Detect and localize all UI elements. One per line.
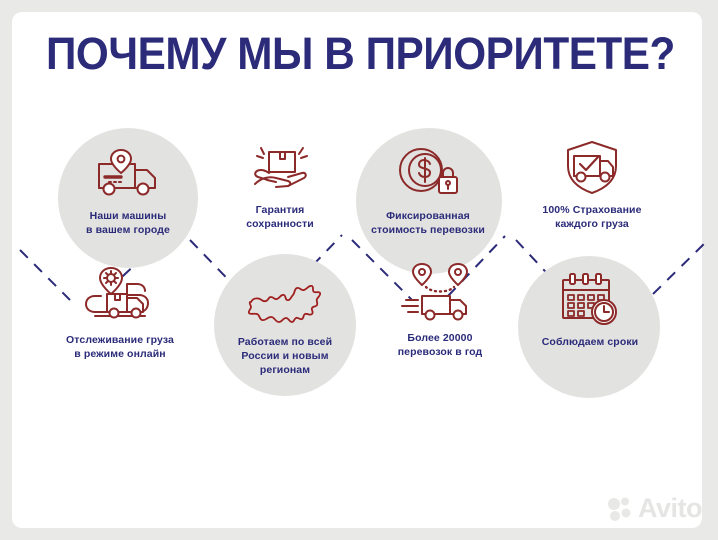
caption-line: в режиме онлайн	[74, 347, 166, 360]
feature-caption: 100% Страхование каждого груза	[512, 204, 672, 232]
feature-caption: Соблюдаем сроки	[510, 336, 670, 350]
caption-line: Отслеживание груза	[66, 334, 174, 346]
caption-line: регионам	[259, 363, 311, 376]
page-title: ПОЧЕМУ МЫ В ПРИОРИТЕТЕ?	[46, 28, 675, 79]
feature-item-online-cargo-tracking[interactable]: Отслеживание груза в режиме онлайн	[40, 264, 200, 362]
caption-line: России и новым	[241, 349, 329, 362]
feature-caption: Работаем по всей России и новым регионам	[205, 336, 365, 378]
circle-background	[356, 128, 502, 274]
russia-map-icon	[205, 266, 365, 328]
hand-holding-box-icon	[200, 134, 360, 196]
feature-item-our-trucks-in-your-city[interactable]: Наши машины в вашем городе	[48, 128, 208, 268]
caption-line: в вашем городе	[86, 223, 170, 236]
truck-with-two-pins-icon	[360, 262, 520, 324]
feature-item-safety-guarantee[interactable]: Гарантия сохранности	[200, 134, 360, 232]
dollar-coin-with-lock-icon	[348, 140, 508, 202]
caption-line: каждого груза	[555, 217, 629, 230]
caption-line: Гарантия	[255, 204, 305, 216]
feature-caption: Отслеживание груза в режиме онлайн	[40, 334, 200, 362]
feature-item-meeting-deadlines[interactable]: Соблюдаем сроки	[510, 256, 670, 398]
calendar-with-clock-icon	[510, 266, 670, 328]
avito-watermark: Avito	[607, 493, 703, 524]
feature-caption: Более 20000 перевозок в год	[360, 332, 520, 360]
feature-item-more-than-20000-shipments[interactable]: Более 20000 перевозок в год	[360, 262, 520, 360]
feature-caption: Наши машины в вашем городе	[48, 210, 208, 238]
feature-caption: Гарантия сохранности	[200, 204, 360, 232]
shield-with-truck-check-icon	[512, 134, 672, 196]
caption-line: сохранности	[246, 217, 314, 230]
feature-item-full-cargo-insurance[interactable]: 100% Страхование каждого груза	[512, 134, 672, 232]
feature-item-fixed-shipping-cost[interactable]: Фиксированная стоимость перевозки	[348, 128, 508, 274]
truck-with-location-pin-icon	[48, 140, 208, 202]
avito-logo-icon	[608, 497, 631, 521]
feature-caption: Фиксированная стоимость перевозки	[348, 210, 508, 238]
caption-line: Соблюдаем сроки	[541, 336, 639, 348]
caption-line: перевозок в год	[397, 345, 483, 358]
caption-line: Более 20000	[407, 332, 473, 344]
circle-background	[214, 254, 356, 396]
caption-line: Работаем по всей	[237, 336, 333, 348]
truck-with-gear-pin-icon	[40, 264, 200, 326]
caption-line: стоимость перевозки	[371, 223, 485, 236]
caption-line: Наши машины	[89, 210, 167, 222]
avito-wordmark: Avito	[638, 493, 703, 523]
feature-item-work-across-russia[interactable]: Работаем по всей России и новым регионам	[205, 254, 365, 396]
caption-line: 100% Страхование	[542, 204, 642, 216]
caption-line: Фиксированная	[386, 210, 470, 222]
